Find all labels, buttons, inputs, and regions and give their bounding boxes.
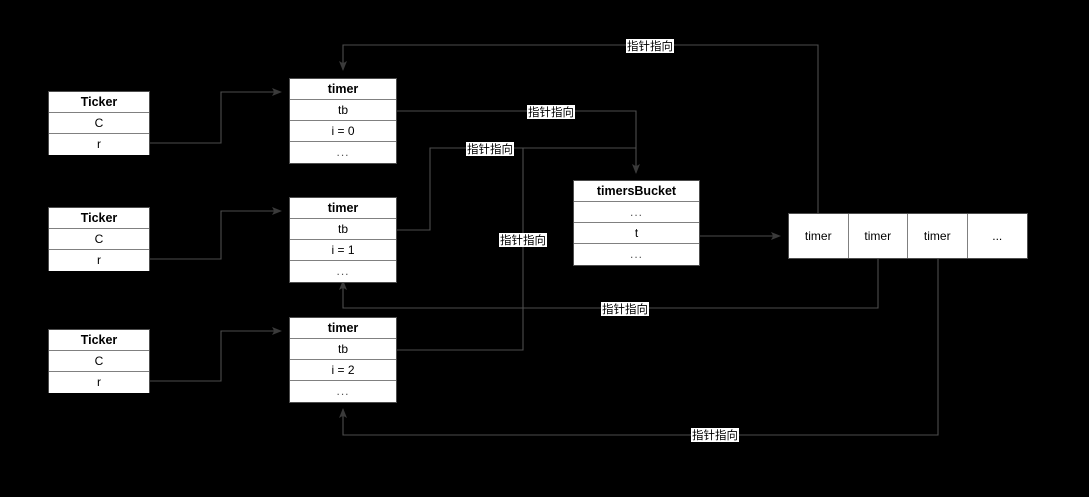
ticker-field-c: C (49, 229, 149, 250)
edge-array1-to-timer1 (339, 259, 879, 309)
timer-field-tb: tb (290, 219, 396, 240)
edge-ticker0-to-timer0 (150, 88, 282, 144)
timer-array-cell-0[interactable]: timer (789, 214, 849, 258)
ticker-field-c: C (49, 351, 149, 372)
edge-array2-to-timer2 (339, 259, 939, 436)
timer-node-2[interactable]: timer tb i = 2 ... (289, 317, 397, 403)
edge-label-timer1-tb: 指针指向 (466, 142, 514, 156)
ticker-field-c: C (49, 113, 149, 134)
timer-field-ellipsis: ... (290, 142, 396, 163)
timer-array-cell-3[interactable]: ... (967, 214, 1027, 258)
timers-bucket-title: timersBucket (574, 181, 699, 202)
edge-ticker1-to-timer1 (150, 207, 282, 260)
ticker-title: Ticker (49, 208, 149, 229)
timers-bucket-field-ellipsis-top: ... (574, 202, 699, 223)
timers-bucket-field-t: t (574, 223, 699, 244)
edge-ticker2-to-timer2 (150, 327, 282, 382)
edge-label-timer0-tb: 指针指向 (527, 105, 575, 119)
edge-timer2-tb-to-bucket (397, 148, 524, 351)
ticker-title: Ticker (49, 92, 149, 113)
timer-field-tb: tb (290, 100, 396, 121)
timer-node-1[interactable]: timer tb i = 1 ... (289, 197, 397, 283)
ticker-field-r: r (49, 372, 149, 393)
timer-field-index: i = 2 (290, 360, 396, 381)
timer-field-index: i = 1 (290, 240, 396, 261)
timer-title: timer (290, 79, 396, 100)
timer-array-cell-1[interactable]: timer (848, 214, 908, 258)
edge-label-middle: 指针指向 (601, 302, 649, 316)
ticker-field-r: r (49, 134, 149, 155)
timers-bucket-field-ellipsis-bottom: ... (574, 244, 699, 265)
edge-label-bottom: 指针指向 (691, 428, 739, 442)
edge-label-timer2-tb: 指针指向 (499, 233, 547, 247)
timer-field-index: i = 0 (290, 121, 396, 142)
timer-field-ellipsis: ... (290, 381, 396, 402)
timer-field-ellipsis: ... (290, 261, 396, 282)
timer-array-cell-2[interactable]: timer (908, 214, 968, 258)
timer-title: timer (290, 318, 396, 339)
timer-title: timer (290, 198, 396, 219)
ticker-node-1[interactable]: Ticker C r (48, 207, 150, 271)
ticker-title: Ticker (49, 330, 149, 351)
timer-node-0[interactable]: timer tb i = 0 ... (289, 78, 397, 164)
timer-array[interactable]: timer timer timer ... (788, 213, 1028, 259)
edge-timer0-tb-to-bucket (397, 110, 640, 174)
ticker-field-r: r (49, 250, 149, 271)
timer-field-tb: tb (290, 339, 396, 360)
ticker-node-0[interactable]: Ticker C r (48, 91, 150, 155)
ticker-node-2[interactable]: Ticker C r (48, 329, 150, 393)
timers-bucket-node[interactable]: timersBucket ... t ... (573, 180, 700, 266)
edge-label-top: 指针指向 (626, 39, 674, 53)
